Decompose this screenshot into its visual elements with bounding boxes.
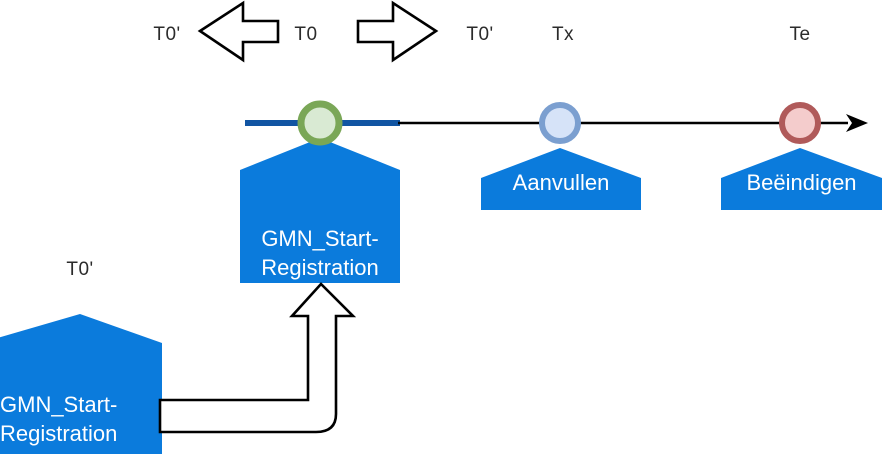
label-t0-prime-bottom: T0'	[66, 259, 94, 280]
pentagon-prime-label-line1: GMN_Start-	[0, 392, 118, 417]
pentagon-label-beeindigen: Beëindigen	[746, 170, 857, 195]
label-t0-prime-left: T0'	[153, 24, 181, 45]
pentagon-aanvullen[interactable]	[481, 148, 641, 210]
pentagon-label-aanvullen: Aanvullen	[512, 170, 610, 195]
pentagon-start-registration[interactable]	[240, 138, 400, 283]
right-block-arrow-icon	[356, 0, 439, 63]
pentagon-beeindigen[interactable]	[721, 148, 882, 210]
marker-start-registration[interactable]	[297, 100, 343, 146]
pentagon-label-line2: Registration	[261, 255, 379, 280]
label-te: Te	[789, 24, 811, 45]
pentagon-start-registration-prime[interactable]	[0, 314, 162, 454]
left-block-arrow-icon	[197, 0, 280, 63]
label-tx: Tx	[551, 24, 575, 45]
pentagon-label-start-registration-prime: GMN_Start- Registration	[0, 390, 162, 448]
pentagon-label-start-registration: GMN_Start- Registration	[240, 224, 400, 282]
pentagon-label-line1: GMN_Start-	[261, 226, 379, 251]
connector-elbow-arrow-icon	[158, 282, 357, 434]
label-t0-prime-right: T0'	[466, 24, 494, 45]
timeline-arrowhead-icon	[846, 114, 868, 132]
marker-beeindigen[interactable]	[779, 102, 821, 144]
marker-aanvullen[interactable]	[539, 102, 581, 144]
label-t0: T0	[294, 24, 318, 45]
pentagon-prime-label-line2: Registration	[0, 421, 118, 446]
